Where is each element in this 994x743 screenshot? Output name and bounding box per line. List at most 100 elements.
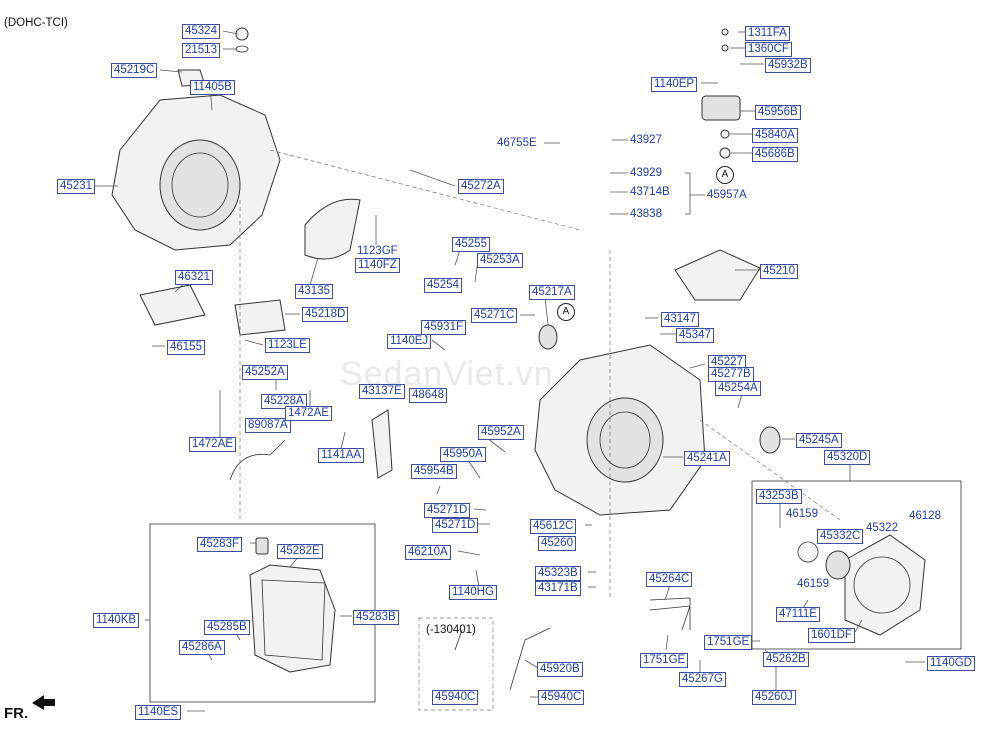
shield-drawing (304, 198, 361, 260)
part-callout[interactable]: 45940C (432, 690, 479, 705)
bell-housing-drawing (111, 27, 281, 251)
part-callout[interactable]: 45612C (530, 519, 577, 534)
part-callout[interactable]: 1140HG (449, 585, 497, 600)
part-callout[interactable]: 45332C (817, 529, 864, 544)
part-callout[interactable]: 45282E (277, 544, 323, 559)
part-callout[interactable]: 11405B (190, 80, 235, 95)
part-callout[interactable]: 1140FZ (355, 258, 400, 273)
part-callout[interactable]: 45210 (760, 264, 798, 279)
part-callout[interactable]: 1472AE (285, 406, 332, 421)
part-callout[interactable]: 45254A (715, 381, 761, 396)
part-callout[interactable]: 45260J (752, 690, 796, 705)
part-callout[interactable]: 43253B (756, 489, 802, 504)
part-callout[interactable]: 43929 (630, 167, 662, 179)
oil-seal-drawing (538, 324, 558, 350)
part-callout[interactable]: 45245A (796, 433, 842, 448)
part-callout[interactable]: 46128 (909, 510, 941, 522)
part-callout[interactable]: 46159 (797, 578, 829, 590)
part-callout[interactable]: 1123LE (265, 338, 310, 353)
part-callout[interactable]: 45272A (458, 179, 504, 194)
part-callout[interactable]: 1601DF (808, 628, 855, 643)
part-callout[interactable]: 45840A (752, 128, 798, 143)
part-callout[interactable]: 1140KB (93, 613, 140, 628)
part-callout[interactable]: 45283B (353, 610, 399, 625)
oil-pipe-drawing (649, 597, 691, 631)
part-callout[interactable]: 1751GE (704, 635, 753, 650)
part-callout[interactable]: 45264C (646, 572, 693, 587)
part-callout[interactable]: 45241A (684, 451, 730, 466)
part-callout[interactable]: 46155 (167, 340, 205, 355)
part-callout[interactable]: 1472AE (189, 437, 236, 452)
part-callout[interactable]: 1360CF (745, 42, 792, 57)
reference-mark-a: A (557, 303, 575, 321)
part-callout[interactable]: 45320D (824, 450, 871, 465)
part-callout[interactable]: 46755E (497, 137, 537, 149)
part-callout[interactable]: 45286A (179, 640, 225, 655)
part-callout[interactable]: 46210A (405, 545, 451, 560)
part-callout[interactable]: 43714B (630, 186, 670, 198)
part-callout[interactable]: 45219C (111, 63, 158, 78)
part-callout[interactable]: 45254 (424, 278, 462, 293)
side-cover-drawing (797, 534, 926, 636)
part-callout[interactable]: 45932B (765, 58, 811, 73)
part-callout[interactable]: 1140EJ (387, 334, 432, 349)
part-callout[interactable]: 43147 (661, 312, 699, 327)
part-callout[interactable]: 45217A (529, 285, 575, 300)
part-callout[interactable]: 45253A (477, 253, 523, 268)
part-callout[interactable]: 45228A (261, 394, 307, 409)
part-callout[interactable]: 1140EP (651, 77, 698, 92)
part-callout[interactable]: 45271D (424, 503, 471, 518)
part-callout[interactable]: 45277B (708, 367, 754, 382)
part-callout[interactable]: 1140GD (927, 656, 975, 671)
part-callout[interactable]: 1140ES (135, 705, 182, 720)
part-callout[interactable]: 45267G (679, 672, 726, 687)
part-callout[interactable]: 45252A (242, 365, 288, 380)
support-bracket-drawing (674, 249, 761, 301)
part-callout[interactable]: 43137E (359, 384, 405, 399)
part-callout[interactable]: 21513 (182, 43, 220, 58)
part-callout[interactable]: 45931F (421, 320, 467, 335)
part-callout[interactable]: 45285B (204, 620, 250, 635)
part-callout[interactable]: 45218D (302, 307, 349, 322)
part-callout[interactable]: 1141AA (318, 448, 365, 463)
part-callout[interactable]: 43171B (535, 581, 581, 596)
part-callout[interactable]: 45954B (411, 464, 457, 479)
part-callout[interactable]: 1751GE (640, 653, 689, 668)
part-callout[interactable]: 89087A (245, 418, 291, 433)
part-callout[interactable]: 45255 (452, 237, 490, 252)
part-callout[interactable]: 46159 (786, 508, 818, 520)
part-callout[interactable]: 45956B (755, 105, 801, 120)
valve-body-drawing (249, 537, 336, 673)
part-callout[interactable]: 46321 (175, 270, 213, 285)
part-callout[interactable]: 45323B (535, 566, 581, 581)
transaxle-case-drawing (534, 344, 706, 516)
oil-seal-right-drawing (759, 426, 781, 454)
part-callout[interactable]: 45347 (676, 328, 714, 343)
part-callout[interactable]: 1123GF (357, 245, 398, 257)
bracket-drawing (234, 299, 286, 336)
part-callout[interactable]: 45957A (707, 189, 747, 201)
part-callout[interactable]: 45324 (182, 24, 220, 39)
part-callout[interactable]: 43135 (295, 284, 333, 299)
part-callout[interactable]: 45920B (537, 662, 583, 677)
part-callout[interactable]: 45952A (478, 425, 524, 440)
part-callout[interactable]: 45283F (197, 537, 243, 552)
subassembly-date-note: (-130401) (426, 624, 476, 636)
solenoid-drawing (454, 627, 551, 691)
part-callout[interactable]: 45271C (471, 308, 518, 323)
part-callout[interactable]: 45231 (57, 179, 95, 194)
part-callout[interactable]: 45262B (763, 652, 809, 667)
part-callout[interactable]: 45686B (752, 147, 798, 162)
part-callout[interactable]: 43927 (630, 134, 662, 146)
part-callout[interactable]: 45322 (866, 522, 898, 534)
part-callout[interactable]: 1311FA (745, 26, 790, 41)
part-callout[interactable]: 45940C (538, 690, 585, 705)
part-callout[interactable]: 45260 (538, 536, 576, 551)
part-callout[interactable]: 47111E (776, 607, 820, 622)
part-callout[interactable]: 45271D (432, 518, 479, 533)
part-callout[interactable]: 48648 (409, 388, 447, 403)
part-callout[interactable]: 43838 (630, 208, 662, 220)
part-callout[interactable]: 45950A (440, 447, 486, 462)
